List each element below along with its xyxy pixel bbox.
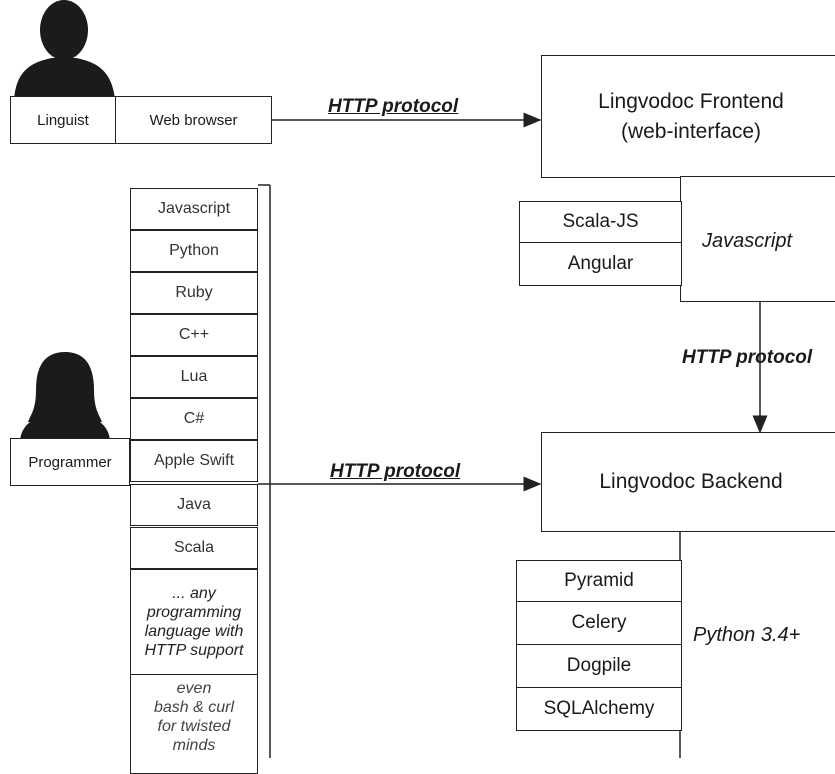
client-language-item: Python [130,230,258,272]
programmer-label-box: Programmer [10,438,130,486]
linguist-label-box: Linguist [10,96,116,144]
client-language-item: Javascript [130,188,258,230]
client-bash-curl-note: even bash & curl for twisted minds [130,674,258,774]
programmer-avatar-icon [20,352,110,440]
protocol-label-bottom: HTTP protocol [330,461,461,482]
backend-language-label: Python 3.4+ [693,624,801,646]
linguist-label: Linguist [37,111,89,129]
frontend-stack-item: Angular [519,242,682,286]
linguist-avatar-icon [14,0,115,100]
backend-title: Lingvodoc Backend [599,470,783,493]
web-browser-label: Web browser [149,111,238,129]
backend-stack-item: SQLAlchemy [516,687,682,731]
frontend-title: Lingvodoc Frontend [598,89,784,113]
backend-stack-item: Celery [516,601,682,645]
frontend-stack-item: Scala-JS [519,201,682,243]
client-language-item: Scala [130,527,258,569]
client-any-language-note: ... any programming language with HTTP s… [130,569,258,675]
client-language-item: C++ [130,314,258,356]
client-language-item: Ruby [130,272,258,314]
client-language-item: Java [130,484,258,526]
client-language-item: Lua [130,356,258,398]
backend-stack-item: Pyramid [516,560,682,602]
protocol-label-top: HTTP protocol [328,96,459,117]
client-language-item: C# [130,398,258,440]
frontend-subtitle: (web-interface) [620,119,762,143]
frontend-language-label: Javascript [702,230,793,252]
client-language-item: Apple Swift [130,440,258,482]
backend-stack-item: Dogpile [516,644,682,688]
protocol-label-vertical: HTTP protocol [682,347,813,368]
frontend-box: Lingvodoc Frontend (web-interface) [541,55,835,178]
web-browser-box: Web browser [115,96,272,144]
backend-box: Lingvodoc Backend [541,432,835,532]
programmer-label: Programmer [28,453,112,471]
frontend-language-panel [680,176,835,302]
